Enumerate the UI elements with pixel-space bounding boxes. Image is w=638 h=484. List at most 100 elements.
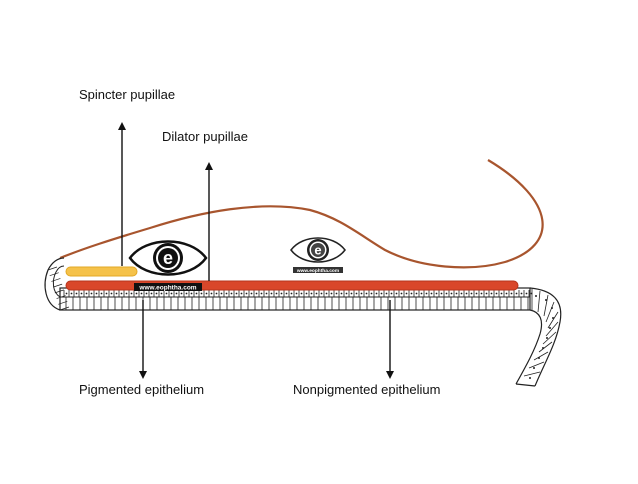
- pigment-granule: [290, 292, 293, 295]
- pigment-granule: [260, 292, 263, 295]
- pigment-granule: [165, 292, 168, 295]
- pigment-granule: [465, 292, 468, 295]
- pigment-granule: [115, 292, 118, 295]
- pigment-granule: [495, 292, 498, 295]
- margin-cell-wall: [51, 278, 61, 282]
- pigment-granule: [440, 292, 443, 295]
- pigment-granule: [80, 292, 83, 295]
- pupillary-margin-inner: [52, 265, 65, 298]
- pigment-granule: [175, 292, 178, 295]
- pigment-granule: [365, 292, 368, 295]
- pigment-granule: [205, 292, 208, 295]
- pigment-granule: [125, 292, 128, 295]
- ciliary-cell-wall: [545, 321, 559, 337]
- ciliary-bend-outer: [529, 287, 562, 387]
- pigment-granule: [245, 292, 248, 295]
- pigment-granule: [310, 292, 313, 295]
- pigment-granule: [160, 292, 163, 295]
- pigment-granule: [529, 377, 531, 379]
- pigment-granule: [355, 292, 358, 295]
- iris-stroma-outline: [59, 159, 544, 269]
- ciliary-cell-wall: [528, 361, 545, 369]
- sphincter-muscle-band: [65, 266, 138, 277]
- pigment-granule: [520, 292, 523, 295]
- pigment-granule: [435, 292, 438, 295]
- ciliary-end: [515, 383, 536, 387]
- pigment-granule: [551, 307, 553, 309]
- pigment-granule: [320, 292, 323, 295]
- pigment-granule: [375, 292, 378, 295]
- margin-cell-wall: [49, 272, 59, 277]
- pigment-granule: [420, 292, 423, 295]
- pigment-granule: [405, 292, 408, 295]
- pigment-granule: [415, 292, 418, 295]
- pigment-granule: [220, 292, 223, 295]
- pigment-granule: [90, 292, 93, 295]
- pigment-granule: [150, 292, 153, 295]
- pigment-granule: [215, 292, 218, 295]
- pigment-granule: [275, 292, 278, 295]
- pigment-granule: [190, 292, 193, 295]
- eye-logo-small-url: www.eophtha.com: [296, 268, 339, 274]
- pigment-granule: [395, 292, 398, 295]
- ciliary-cell-wall: [542, 331, 557, 345]
- pigment-granule: [460, 292, 463, 295]
- label-sphincter-pupillae: Spincter pupillae: [79, 87, 176, 102]
- pigment-granule: [450, 292, 453, 295]
- pigment-granule: [525, 292, 528, 295]
- pigment-granule: [75, 292, 78, 295]
- ciliary-cell-wall: [533, 351, 549, 361]
- pigment-granule: [100, 292, 103, 295]
- pigment-granule: [552, 317, 554, 319]
- pigment-granule: [400, 292, 403, 295]
- pigment-granule: [270, 292, 273, 295]
- pigment-granule: [485, 292, 488, 295]
- pigment-granule: [145, 292, 148, 295]
- pigment-granule: [285, 292, 288, 295]
- pigment-granule: [85, 292, 88, 295]
- epithelium-strip: [59, 287, 531, 311]
- pigment-granule: [225, 292, 228, 295]
- epithelium-layer: [44, 257, 562, 387]
- pigment-granule: [155, 292, 158, 295]
- pigment-granule: [110, 292, 113, 295]
- pigment-granule: [549, 327, 551, 329]
- pigment-granule: [210, 292, 213, 295]
- pigment-granule: [195, 292, 198, 295]
- pigment-granule: [455, 292, 458, 295]
- pigment-granule: [510, 292, 513, 295]
- pigment-granule: [345, 292, 348, 295]
- ciliary-cell-wall: [537, 290, 541, 313]
- margin-cell-wall: [58, 300, 68, 305]
- ciliary-cell-wall: [545, 301, 555, 323]
- pigment-granule: [430, 292, 433, 295]
- pigment-granule: [410, 292, 413, 295]
- pigment-granule: [370, 292, 373, 295]
- label-dilator-pupillae: Dilator pupillae: [162, 129, 248, 144]
- pigment-granule: [500, 292, 503, 295]
- pigment-granule: [325, 292, 328, 295]
- pigment-granule: [120, 292, 123, 295]
- pigment-granule: [265, 292, 268, 295]
- label-nonpigmented-epithelium: Nonpigmented epithelium: [293, 382, 441, 397]
- eye-logo-small-letter: e: [314, 243, 321, 258]
- pigment-granule: [425, 292, 428, 295]
- pigment-granule: [360, 292, 363, 295]
- pigment-granule: [240, 292, 243, 295]
- pigment-granule: [350, 292, 353, 295]
- pigment-granule: [185, 292, 188, 295]
- pigment-granule: [105, 292, 108, 295]
- ciliary-cell-wall: [543, 294, 549, 317]
- ciliary-cell-wall: [547, 311, 559, 329]
- pigment-granule: [385, 292, 388, 295]
- pigment-granule: [515, 292, 518, 295]
- ciliary-bend-inner: [515, 309, 543, 385]
- margin-cell-wall: [54, 289, 64, 294]
- pigment-granule: [445, 292, 448, 295]
- pigment-granule: [235, 292, 238, 295]
- pigment-granule: [535, 295, 537, 297]
- pigment-granule: [65, 292, 68, 295]
- pigment-granule: [70, 292, 73, 295]
